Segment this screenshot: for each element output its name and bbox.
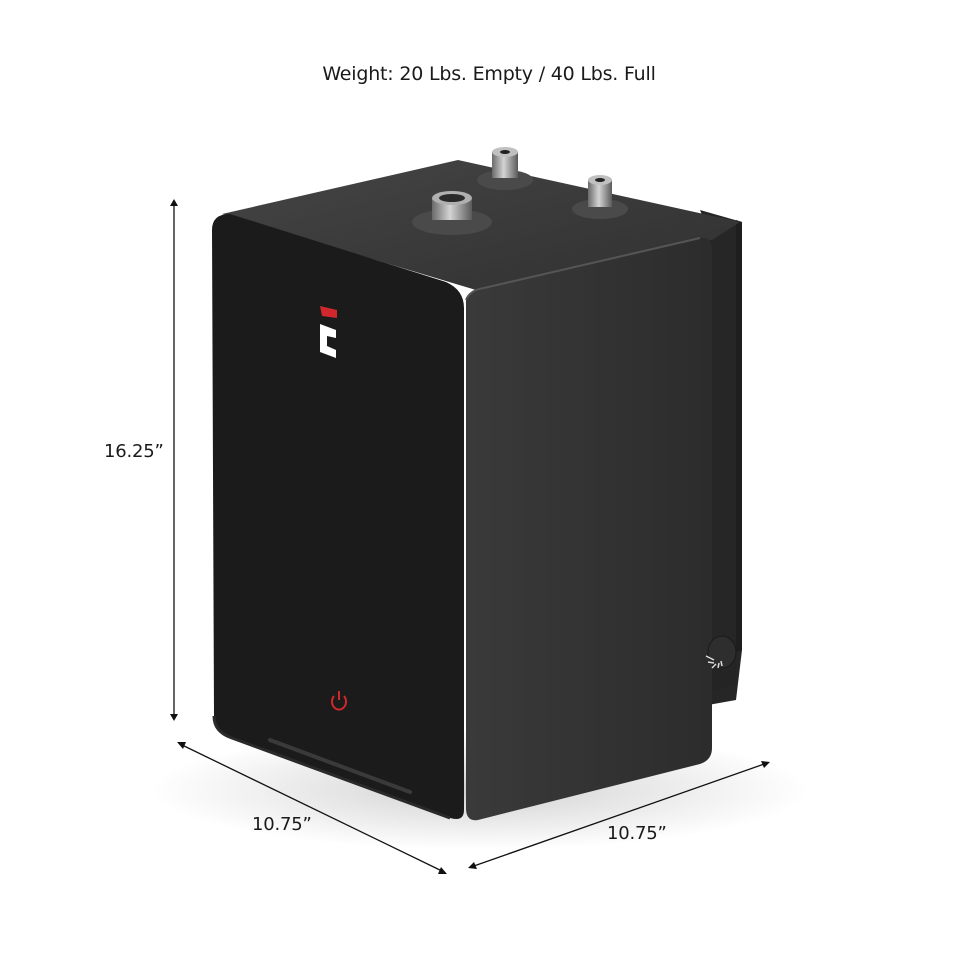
depth-dimension-line (177, 742, 447, 874)
width-label: 10.75” (607, 823, 667, 844)
height-label: 16.25” (104, 441, 164, 462)
tank-outlet-fitting (412, 191, 492, 235)
front-face (212, 214, 464, 819)
depth-label: 10.75” (252, 814, 312, 835)
hot-outlet-fitting (477, 147, 533, 190)
height-dimension-line (170, 199, 178, 721)
weight-label: Weight: 20 Lbs. Empty / 40 Lbs. Full (322, 63, 656, 85)
brand-logo-icon (320, 306, 337, 358)
width-dimension-line (468, 761, 770, 869)
side-face (466, 237, 712, 821)
cold-inlet-fitting (572, 175, 628, 219)
power-icon[interactable] (331, 691, 347, 711)
temperature-dial-icon[interactable] (705, 635, 737, 690)
